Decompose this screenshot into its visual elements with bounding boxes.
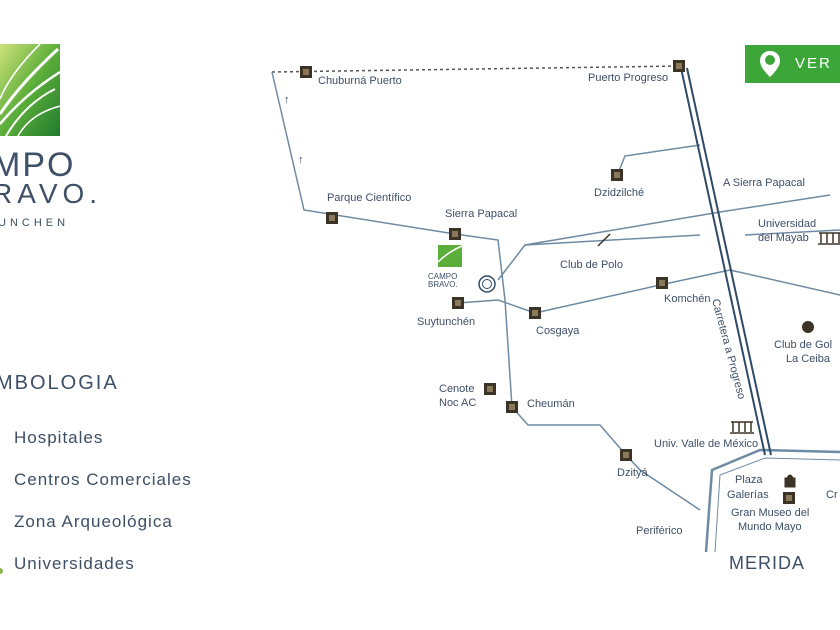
legend-item-universidades: Universidades: [14, 554, 135, 573]
brand-line-3: UNCHEN: [0, 217, 70, 229]
place-label: Club de Gol: [774, 339, 832, 351]
polo-road: [524, 234, 701, 246]
place-marker-square: [449, 228, 461, 240]
place-marker-university: [818, 232, 840, 245]
place-marker-square: [326, 212, 338, 224]
arrow-up-icon: ↑: [284, 94, 290, 106]
cheuman-road: [511, 406, 701, 511]
place-marker-dot: [802, 321, 814, 333]
ver-button[interactable]: VER: [745, 45, 840, 83]
map-pin-icon: [760, 51, 780, 77]
place-label: Dzidzilché: [594, 187, 644, 199]
legend-title: MBOLOGIA: [0, 372, 119, 394]
place-marker-square: [620, 449, 632, 461]
place-label: Komchén: [664, 293, 710, 305]
place-label: Dzityá: [617, 467, 648, 479]
dzidzilche-road: [616, 144, 701, 177]
progreso-highway: [680, 67, 772, 456]
place-marker-square: [300, 66, 312, 78]
sierra-papacal-road: [497, 194, 831, 281]
place-marker-square: [611, 169, 623, 181]
legend-item-zona-arqueologica: Zona Arqueológica: [14, 512, 173, 531]
brand-line-2: RAVO.: [0, 178, 103, 209]
project-label-2: BRAVO.: [428, 280, 458, 289]
place-label: Chuburná Puerto: [318, 75, 402, 87]
west-road: [271, 71, 513, 408]
place-label: Noc AC: [439, 397, 476, 409]
place-label: Univ. Valle de México: [654, 438, 758, 450]
place-label: Universidad: [758, 218, 816, 230]
place-label: Suytunchén: [417, 316, 475, 328]
place-marker-square: [529, 307, 541, 319]
periferico-inner: [714, 457, 840, 553]
place-markers: [300, 60, 840, 504]
place-marker-square: [656, 277, 668, 289]
place-label: Galerías: [727, 489, 769, 501]
place-marker-square: [484, 383, 496, 395]
periferico-road: [704, 448, 840, 553]
mayab-road: [744, 229, 840, 236]
campo-bravo-logo: [0, 44, 60, 136]
city-label: MERIDA: [729, 553, 805, 573]
cut-label: Cr: [826, 489, 838, 501]
place-marker-square: [673, 60, 685, 72]
place-labels: Chuburná Puerto Puerto ProgresoDzidzilché…: [318, 72, 832, 533]
place-label: Gran Museo del: [731, 507, 809, 519]
road-label-sierra: A Sierra Papacal: [723, 177, 805, 189]
place-marker-shopping: [784, 474, 796, 488]
place-label: Sierra Papacal: [445, 208, 517, 220]
place-marker-square: [506, 401, 518, 413]
place-label: Club de Polo: [560, 259, 623, 271]
brand-line-1: MPO: [0, 146, 76, 184]
cosgaya-road: [534, 269, 731, 314]
suytunchen-road: [457, 299, 536, 314]
legend-item-centros-comerciales: Centros Comerciales: [14, 470, 192, 489]
place-marker-flag: [597, 233, 611, 247]
place-label: del Mayab: [758, 232, 809, 244]
coast-dashed-road: [271, 65, 681, 73]
place-marker-square: [452, 297, 464, 309]
place-label: La Ceiba: [786, 353, 831, 365]
place-marker-university: [730, 421, 754, 434]
ver-label: VER: [795, 55, 832, 72]
arrow-up-icon: ↑: [298, 154, 304, 166]
project-marker: CAMPO BRAVO.: [428, 245, 496, 293]
place-label: Cheumán: [527, 398, 575, 410]
road-label-periferico: Periférico: [636, 525, 682, 537]
legend-item-hospitales: Hospitales: [14, 428, 104, 447]
project-label-1: CAMPO: [428, 272, 457, 281]
place-label: Plaza: [735, 474, 763, 486]
legend-dot: [0, 568, 3, 574]
place-label: Puerto Progreso: [588, 72, 668, 84]
place-label: Cenote: [439, 383, 474, 395]
place-label: Parque Científico: [327, 192, 411, 204]
komchen-east-road: [729, 269, 840, 296]
place-label: Mundo Mayo: [738, 521, 802, 533]
place-label: Cosgaya: [536, 325, 580, 337]
place-marker-square: [783, 492, 795, 504]
